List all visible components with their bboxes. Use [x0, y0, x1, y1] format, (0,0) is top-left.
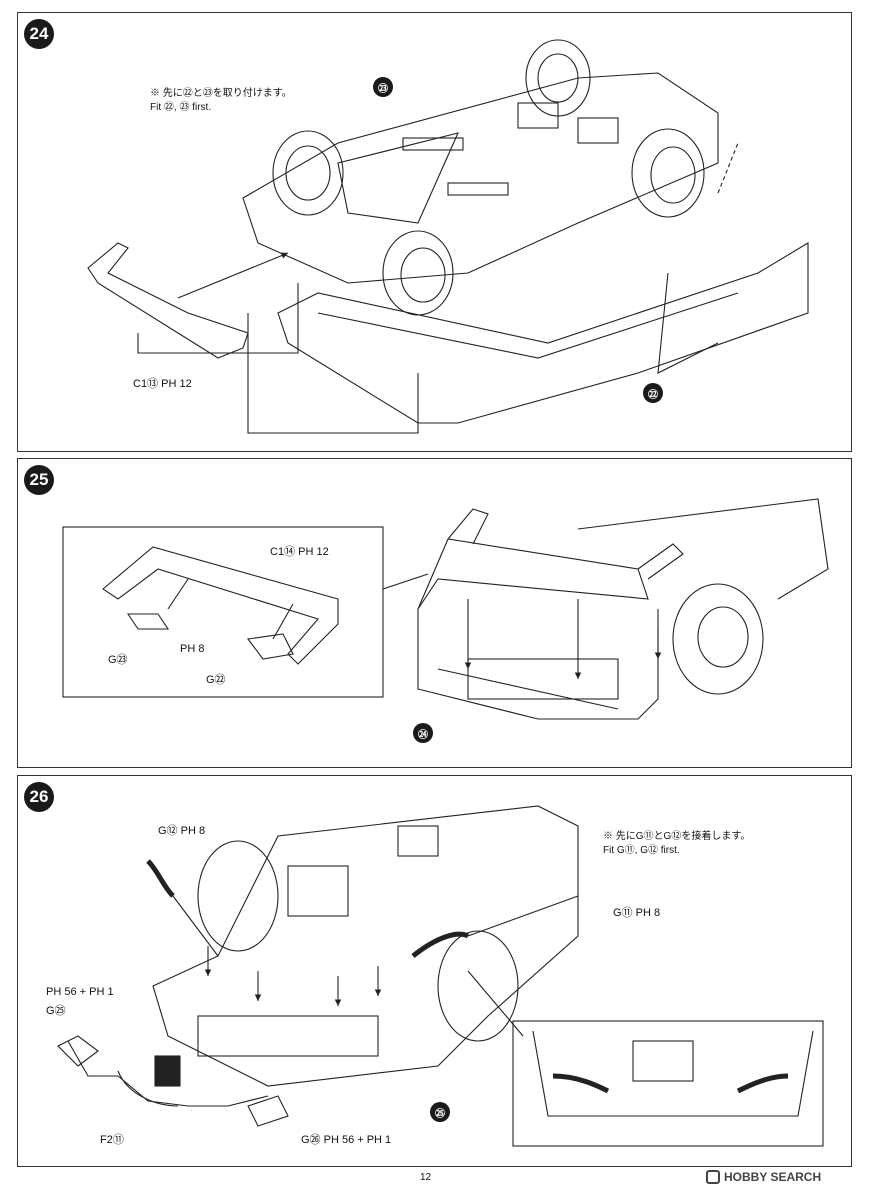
callout-23: ㉓ [373, 77, 393, 97]
page-number: 12 [420, 1172, 432, 1183]
part-label-ph56-ph1: PH 56 + PH 1 [46, 986, 114, 998]
step-25-panel: 25 ㉔ C1⑭ PH 12 PH 8 G㉓ [17, 458, 852, 768]
part-label-g22: G㉒ [206, 674, 226, 686]
step-number-24: 24 [24, 19, 54, 49]
step-number-25: 25 [24, 465, 54, 495]
step-24-panel: 24 ※ 先に㉒と㉓を [17, 12, 852, 452]
watermark: HOBBY SEARCH [706, 1170, 821, 1184]
part-label-c1-13: C1⑬ PH 12 [133, 378, 192, 390]
step-24-note: ※ 先に㉒と㉓を取り付けます。 Fit ㉒, ㉓ first. [150, 88, 292, 113]
step-26-note: ※ 先にG⑪とG⑫を接着します。 Fit G⑪, G⑫ first. [603, 831, 751, 856]
step-26-panel: 26 [17, 775, 852, 1167]
step-number-26: 26 [24, 782, 54, 812]
part-label-g11: G⑪ PH 8 [613, 907, 661, 919]
step-24-illustration [87, 39, 809, 434]
callout-25: ㉕ [430, 1102, 450, 1122]
part-label-f2-11: F2⑪ [100, 1134, 124, 1146]
callout-22: ㉒ [643, 383, 663, 403]
part-label-ph8: PH 8 [180, 643, 205, 655]
part-label-g23: G㉓ [108, 654, 128, 666]
step-26-illustration [57, 805, 824, 1147]
callout-24: ㉔ [413, 723, 433, 743]
part-label-c1-14: C1⑭ PH 12 [270, 546, 329, 558]
part-label-g26: G㉖ PH 56 + PH 1 [301, 1134, 392, 1146]
hobby-search-logo-icon [706, 1170, 720, 1184]
step-25-illustration [62, 498, 829, 720]
part-label-g25: G㉕ [46, 1005, 66, 1017]
part-label-g12: G⑫ PH 8 [158, 825, 206, 837]
